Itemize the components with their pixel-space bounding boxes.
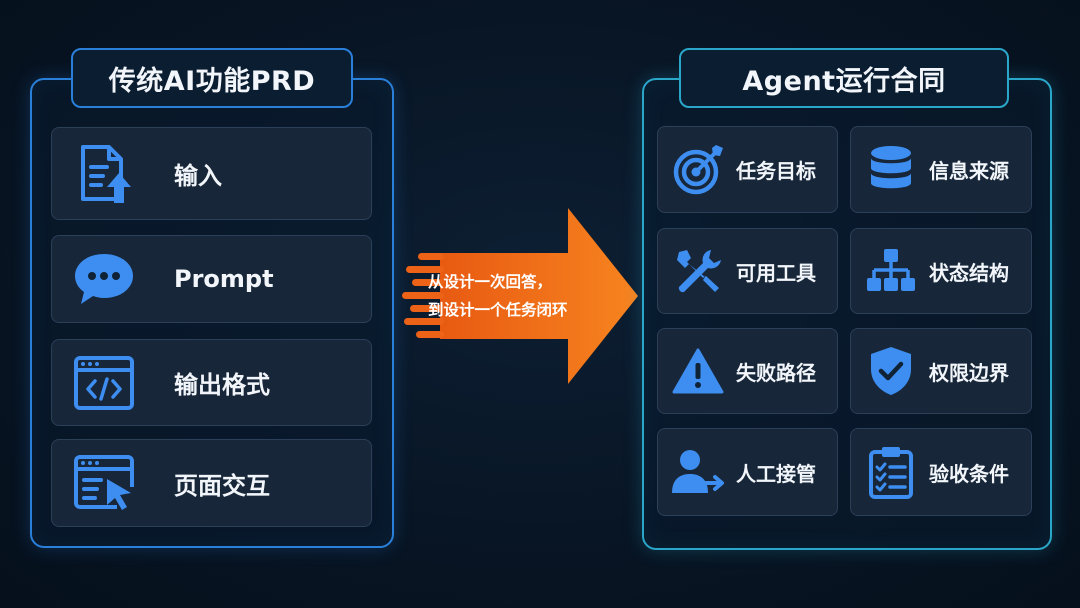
- agent-contract-title: Agent运行合同: [679, 48, 1009, 108]
- contract-item-acceptance-criteria-label: 验收条件: [929, 461, 1009, 486]
- hierarchy-icon: [863, 243, 919, 299]
- prd-item-output-format-label: 输出格式: [174, 371, 270, 399]
- window-cursor-icon: [72, 451, 136, 515]
- prd-item-output-format: 输出格式: [51, 339, 372, 426]
- contract-item-human-takeover: 人工接管: [657, 428, 838, 516]
- warning-icon: [670, 343, 726, 399]
- prd-item-page-interaction: 页面交互: [51, 439, 372, 527]
- code-window-icon: [72, 351, 136, 415]
- prd-item-page-interaction-label: 页面交互: [174, 471, 270, 500]
- prd-item-prompt-label: Prompt: [174, 265, 274, 293]
- transition-arrow: [400, 206, 640, 386]
- prd-item-input-label: 输入: [174, 162, 222, 190]
- contract-item-state-structure: 状态结构: [850, 228, 1032, 314]
- shield-check-icon: [863, 343, 919, 399]
- contract-item-available-tools: 可用工具: [657, 228, 838, 314]
- contract-item-permission-boundary-label: 权限边界: [929, 360, 1009, 385]
- contract-item-human-takeover-label: 人工接管: [736, 461, 816, 486]
- contract-item-available-tools-label: 可用工具: [736, 260, 816, 285]
- contract-item-failure-path: 失败路径: [657, 328, 838, 414]
- contract-item-acceptance-criteria: 验收条件: [850, 428, 1032, 516]
- user-handoff-icon: [670, 444, 726, 500]
- checklist-icon: [863, 444, 919, 500]
- arrow-caption-line2: 到设计一个任务闭环: [428, 301, 568, 319]
- database-icon: [863, 142, 919, 198]
- contract-item-task-goal: 任务目标: [657, 126, 838, 213]
- contract-item-info-source: 信息来源: [850, 126, 1032, 213]
- contract-item-failure-path-label: 失败路径: [736, 360, 816, 385]
- arrow-caption-line1: 从设计一次回答，: [428, 273, 553, 291]
- chat-bubble-icon: [72, 247, 136, 311]
- tools-icon: [670, 243, 726, 299]
- contract-item-info-source-label: 信息来源: [929, 159, 1009, 183]
- document-upload-icon: [72, 142, 136, 206]
- target-icon: [670, 142, 726, 198]
- contract-item-permission-boundary: 权限边界: [850, 328, 1032, 414]
- traditional-prd-title: 传统AI功能PRD: [71, 48, 353, 108]
- contract-item-state-structure-label: 状态结构: [929, 260, 1009, 285]
- prd-item-prompt: Prompt: [51, 235, 372, 323]
- contract-item-task-goal-label: 任务目标: [736, 159, 816, 183]
- arrow-caption: 从设计一次回答， 到设计一个任务闭环: [428, 268, 618, 324]
- prd-item-input: 输入: [51, 127, 372, 220]
